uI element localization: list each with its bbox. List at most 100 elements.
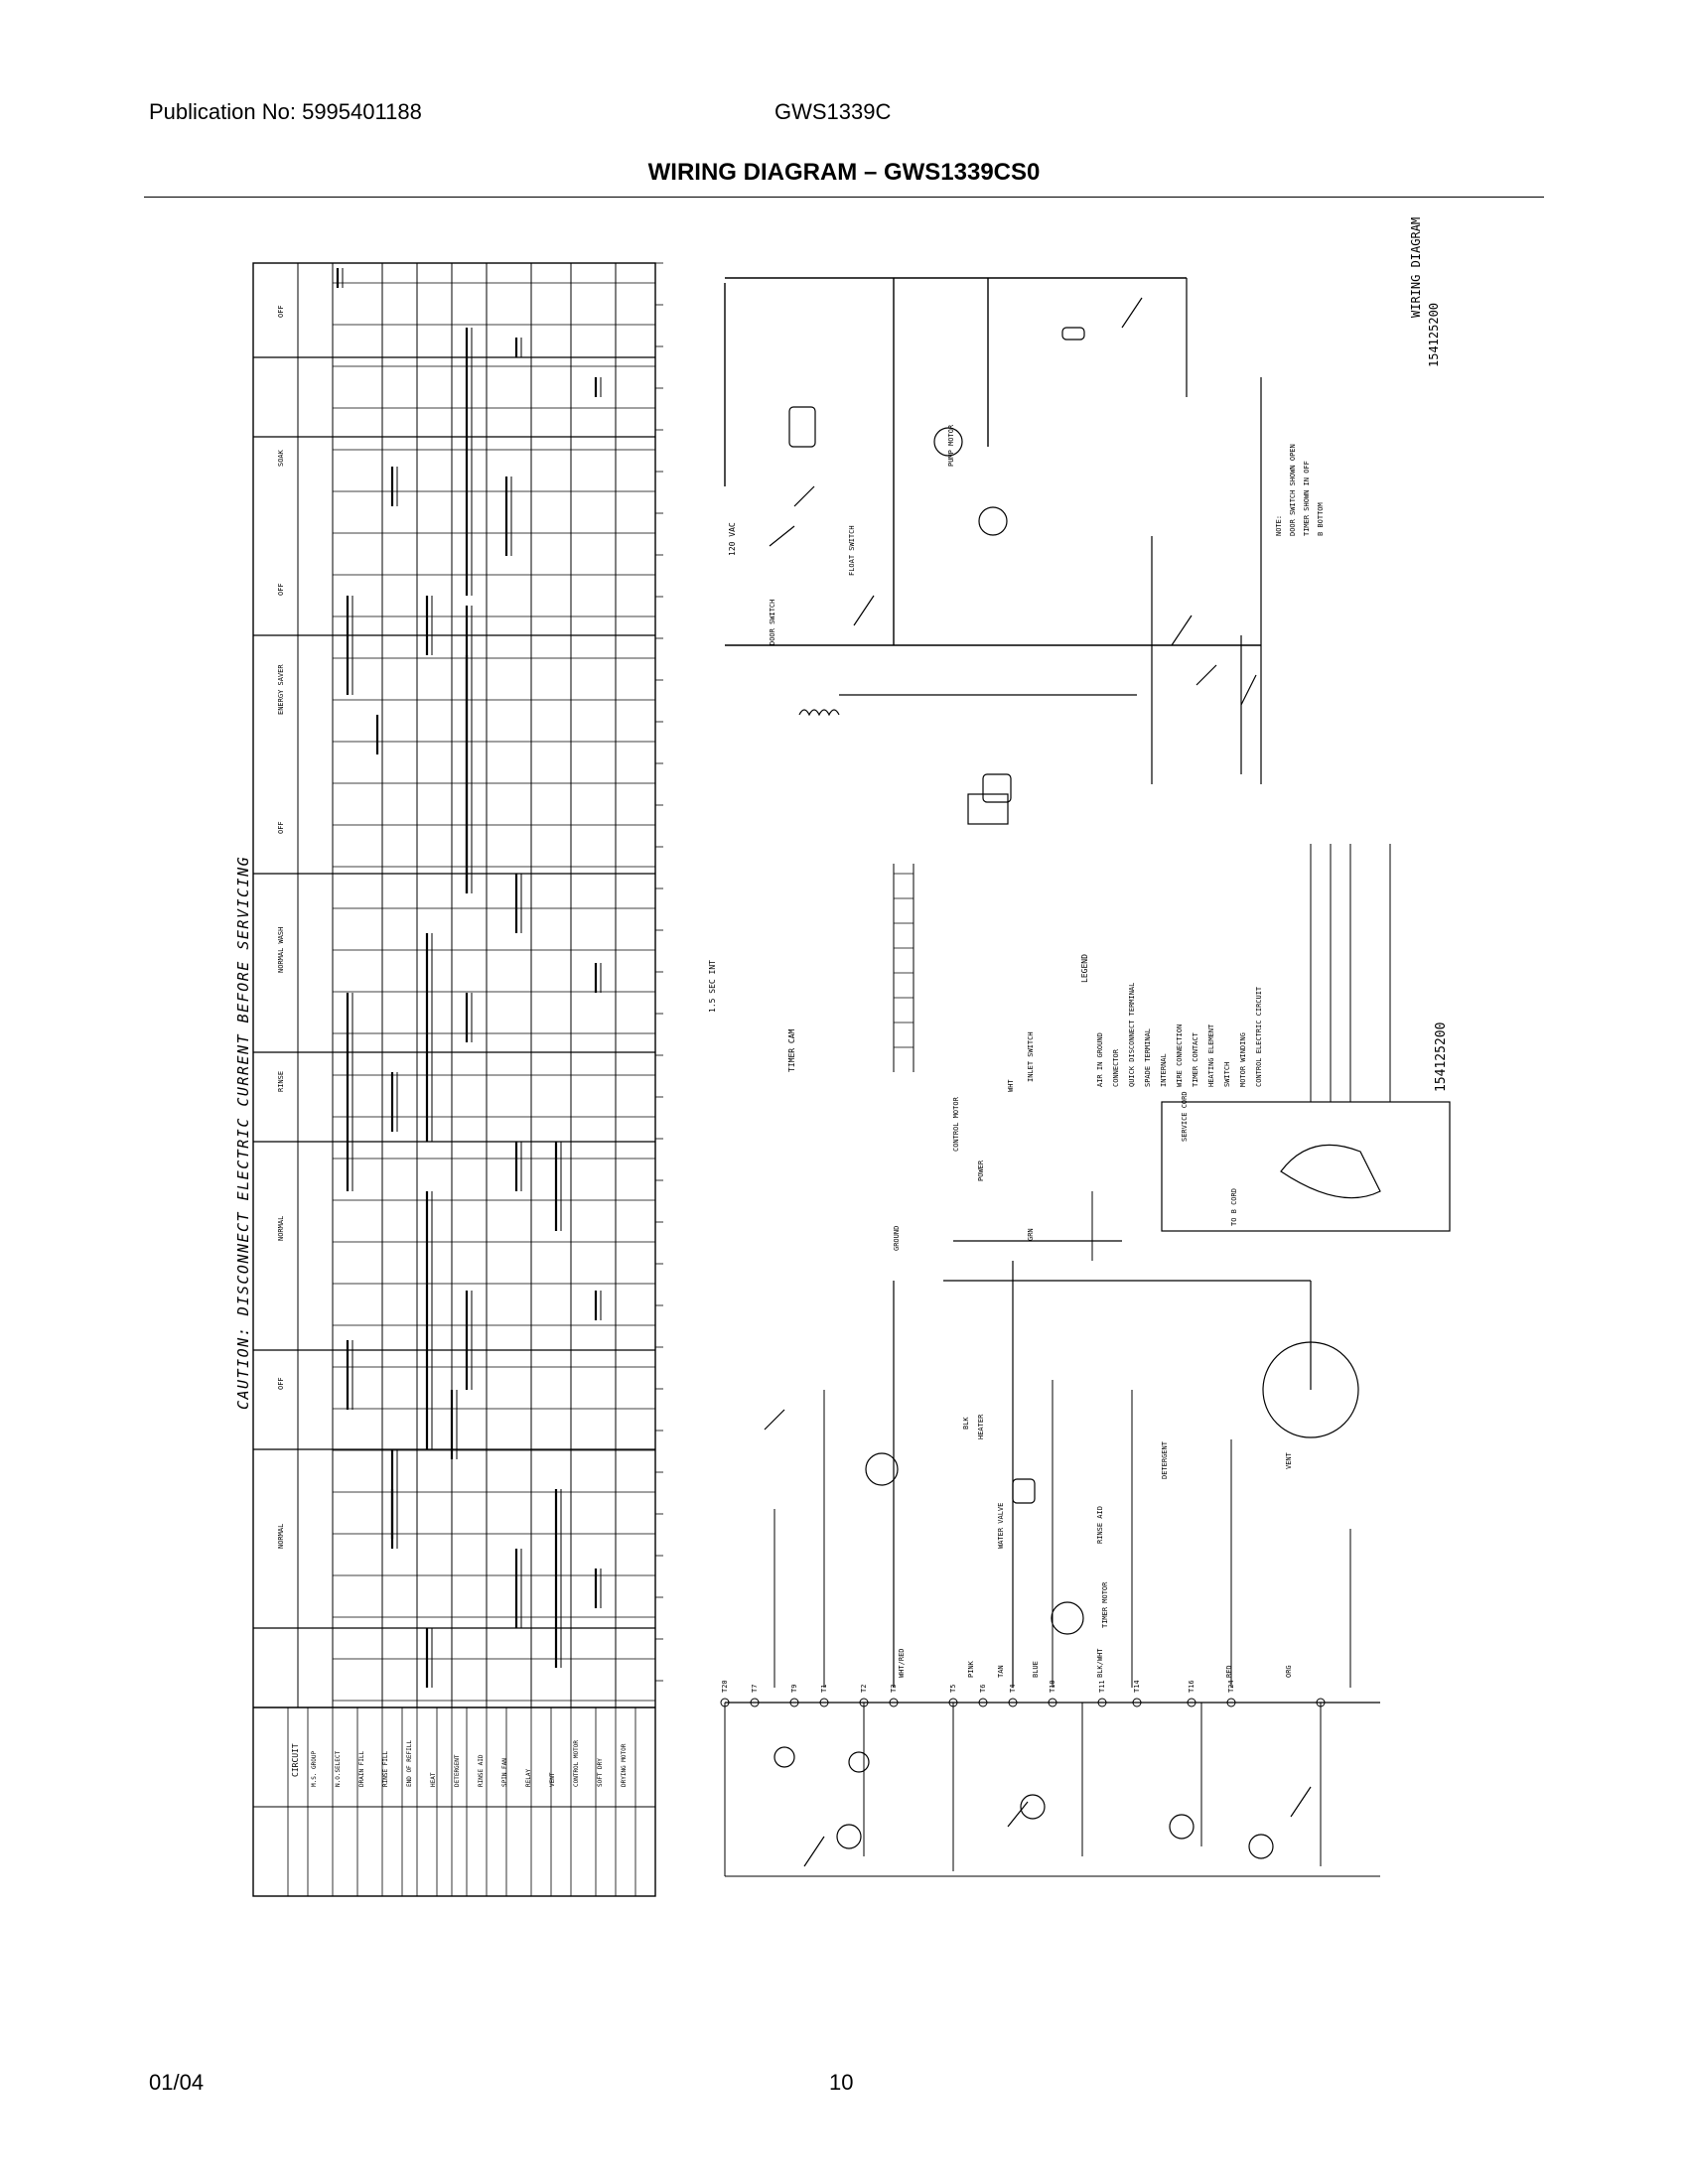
component-label: GROUND [893,1226,901,1251]
switch-symbol [793,485,815,507]
switch-symbol [1171,614,1193,646]
component-box [1061,327,1085,341]
wire-color-label: ORG [1285,1665,1293,1678]
component-circle [1248,1834,1274,1859]
cycle-header: OFF [277,821,285,834]
circuit-row-label: SOFT DRY [597,1758,604,1787]
legend-item: CONNECTOR [1112,1048,1120,1087]
component-label: POWER [977,1160,985,1181]
terminal-marker [1316,1698,1326,1707]
circuit-row-label: RINSE FILL [382,1750,389,1787]
component-circle [1051,1601,1084,1635]
wire-color-label: GRN [1027,1228,1035,1241]
legend-item: AIR IN GROUND [1096,1032,1104,1087]
circuit-row-label: N.O.SELECT [335,1750,342,1787]
wire-color-label: BLUE [1032,1661,1040,1678]
terminal-marker [948,1698,958,1707]
legend-item: CONTROL ELECTRIC CIRCUIT [1255,986,1263,1087]
component-label: TIMER MOTOR [1101,1581,1109,1628]
component-label: FLOAT SWITCH [848,525,856,576]
switch-symbol [1007,1801,1029,1828]
wire-color-label: BLK/WHT [1096,1648,1104,1678]
component-circle [1020,1794,1046,1820]
terminal-label: T9 [790,1685,798,1693]
component-box [1012,1478,1036,1504]
note-text: TIMER SHOWN IN OFF [1303,461,1311,536]
component-label: DETERGENT [1161,1440,1169,1479]
circuit-row-label: DETERGENT [454,1754,461,1787]
component-circle [836,1824,862,1849]
legend-item: INTERNAL [1160,1053,1168,1087]
component-label: RINSE AID [1096,1506,1104,1544]
terminal-marker [1226,1698,1236,1707]
component-label: HEATER [977,1414,985,1439]
terminal-label: T6 [979,1685,987,1693]
component-label: SERVICE CORD [1181,1091,1189,1142]
publication-number: Publication No: 5995401188 [149,99,422,124]
timer-interval-label: 1.5 SEC INT [708,960,717,1013]
terminal-label: T4 [1009,1685,1017,1693]
component-circle [774,1746,795,1768]
component-box [982,773,1012,803]
timer-chart-frame [252,262,656,1897]
circuit-row-label: RELAY [525,1769,532,1787]
component-circle [865,1452,899,1486]
cycle-header: OFF [277,305,285,318]
terminal-label: T20 [721,1680,729,1693]
wire-color-label: TAN [997,1665,1005,1678]
cycle-header: SOAK [277,449,285,467]
cycle-header: OFF [277,1377,285,1390]
component-label: INLET SWITCH [1027,1031,1035,1082]
switch-symbol [1240,674,1257,706]
terminal-label: T1 [820,1685,828,1693]
legend-title: LEGEND [1080,954,1089,983]
component-label: PUMP MOTOR [947,424,955,467]
legend-item: TIMER CONTACT [1192,1031,1199,1087]
cycle-header: ENERGY SAVER [277,664,285,715]
circuit-column-header: CIRCUIT [291,1743,300,1777]
wire-color-label: RED [1225,1665,1233,1678]
terminal-marker [1048,1698,1057,1707]
component-label: VENT [1285,1451,1293,1469]
switch-symbol [803,1836,825,1867]
terminal-label: T16 [1188,1680,1196,1693]
cycle-header: OFF [277,583,285,596]
component-box [788,406,816,448]
terminal-marker [750,1698,760,1707]
legend-item: SPADE TERMINAL [1144,1028,1152,1087]
page-title: WIRING DIAGRAM – GWS1339CS0 [647,159,1041,186]
component-circle [978,506,1008,536]
terminal-marker [819,1698,829,1707]
component-label: DOOR SWITCH [769,600,776,645]
inlet-switch [967,793,1009,825]
terminal-marker [720,1698,730,1707]
cam-label: TIMER CAM [787,1028,796,1072]
terminal-label: T24 [1227,1680,1235,1693]
terminal-marker [1097,1698,1107,1707]
terminal-label: T14 [1133,1680,1141,1693]
caution-text: CAUTION: DISCONNECT ELECTRIC CURRENT BEF… [234,856,252,1410]
wire-color-label: WHT/RED [898,1648,906,1678]
terminal-label: T7 [751,1685,759,1693]
terminal-marker [978,1698,988,1707]
component-label: WATER VALVE [997,1503,1005,1549]
heater-element [798,709,840,717]
component-label: CONTROL MOTOR [952,1096,960,1152]
component-circle [933,427,963,457]
switch-symbol [769,525,795,547]
part-number: 154125200 [1434,1023,1449,1092]
timer-chart-bars [336,268,602,1688]
service-cord-block [1161,1101,1451,1232]
page-number: 10 [829,2070,854,2095]
terminal-label: T11 [1098,1680,1106,1693]
drawing-part-number: 154125200 [1427,303,1441,367]
circuit-row-label: HEAT [430,1772,437,1787]
model-number: GWS1339C [774,99,892,124]
note-text: DOOR SWITCH SHOWN OPEN [1289,444,1297,536]
note-text: NOTE: [1275,515,1283,536]
component-circle [848,1751,870,1773]
circuit-row-label: CONTROL MOTOR [573,1740,580,1787]
legend-item: QUICK DISCONNECT TERMINAL [1128,983,1136,1087]
legend-item: WIRE CONNECTION [1176,1024,1184,1087]
